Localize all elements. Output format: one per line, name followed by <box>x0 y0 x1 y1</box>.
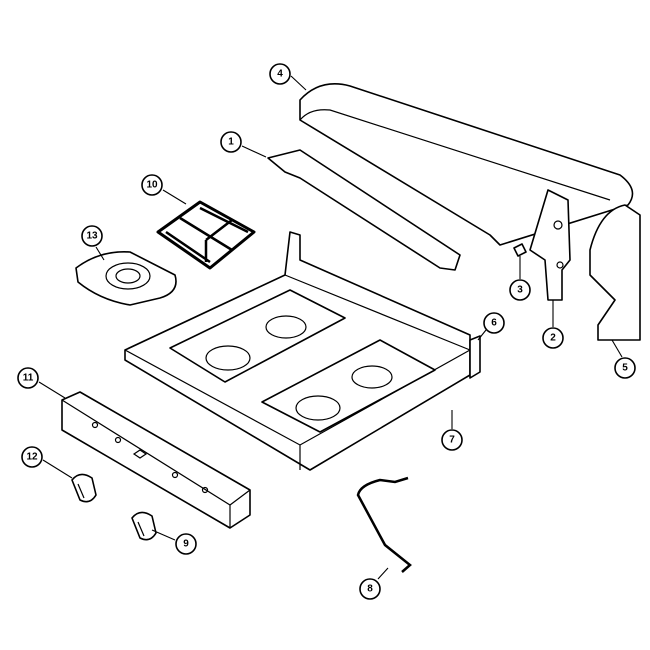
callout-label: 11 <box>23 373 34 384</box>
callout-label: 6 <box>491 318 497 329</box>
callout-4: 4 <box>269 63 291 85</box>
part-1-bracket <box>267 149 461 271</box>
part-8-rod <box>356 476 412 573</box>
callout-12: 12 <box>21 446 43 468</box>
callout-7: 7 <box>441 429 463 451</box>
part-4-top-trim <box>299 83 634 246</box>
callout-8: 8 <box>359 578 381 600</box>
part-6-bracket <box>469 335 481 379</box>
callout-label: 12 <box>26 452 38 463</box>
part-13-drip-pan <box>75 251 177 306</box>
callout-5: 5 <box>614 357 636 379</box>
part-3-screw <box>513 243 527 257</box>
part-12-knob <box>71 473 97 503</box>
callout-label: 5 <box>622 363 628 374</box>
callout-label: 8 <box>367 584 373 595</box>
callout-label: 2 <box>550 333 556 344</box>
callout-label: 3 <box>517 285 523 296</box>
part-11-control-panel <box>61 391 251 529</box>
callout-9: 9 <box>175 533 197 555</box>
callout-3: 3 <box>509 279 531 301</box>
callout-label: 7 <box>449 435 455 446</box>
callout-6: 6 <box>483 312 505 334</box>
leader-lines <box>38 75 623 580</box>
cooktop-main <box>124 231 471 471</box>
callout-11: 11 <box>17 367 39 389</box>
callout-label: 1 <box>228 137 234 148</box>
part-10-grate <box>156 200 256 270</box>
part-9-knob <box>131 511 157 541</box>
callout-2: 2 <box>542 327 564 349</box>
callout-label: 13 <box>86 231 98 242</box>
callout-label: 10 <box>146 180 158 191</box>
part-2-end-cap <box>529 189 571 301</box>
part-5-side-panel <box>589 204 641 341</box>
callout-label: 4 <box>277 69 283 80</box>
callout-1: 1 <box>220 131 242 153</box>
callout-label: 9 <box>183 539 189 550</box>
callout-13: 13 <box>81 225 103 247</box>
callout-10: 10 <box>141 174 163 196</box>
